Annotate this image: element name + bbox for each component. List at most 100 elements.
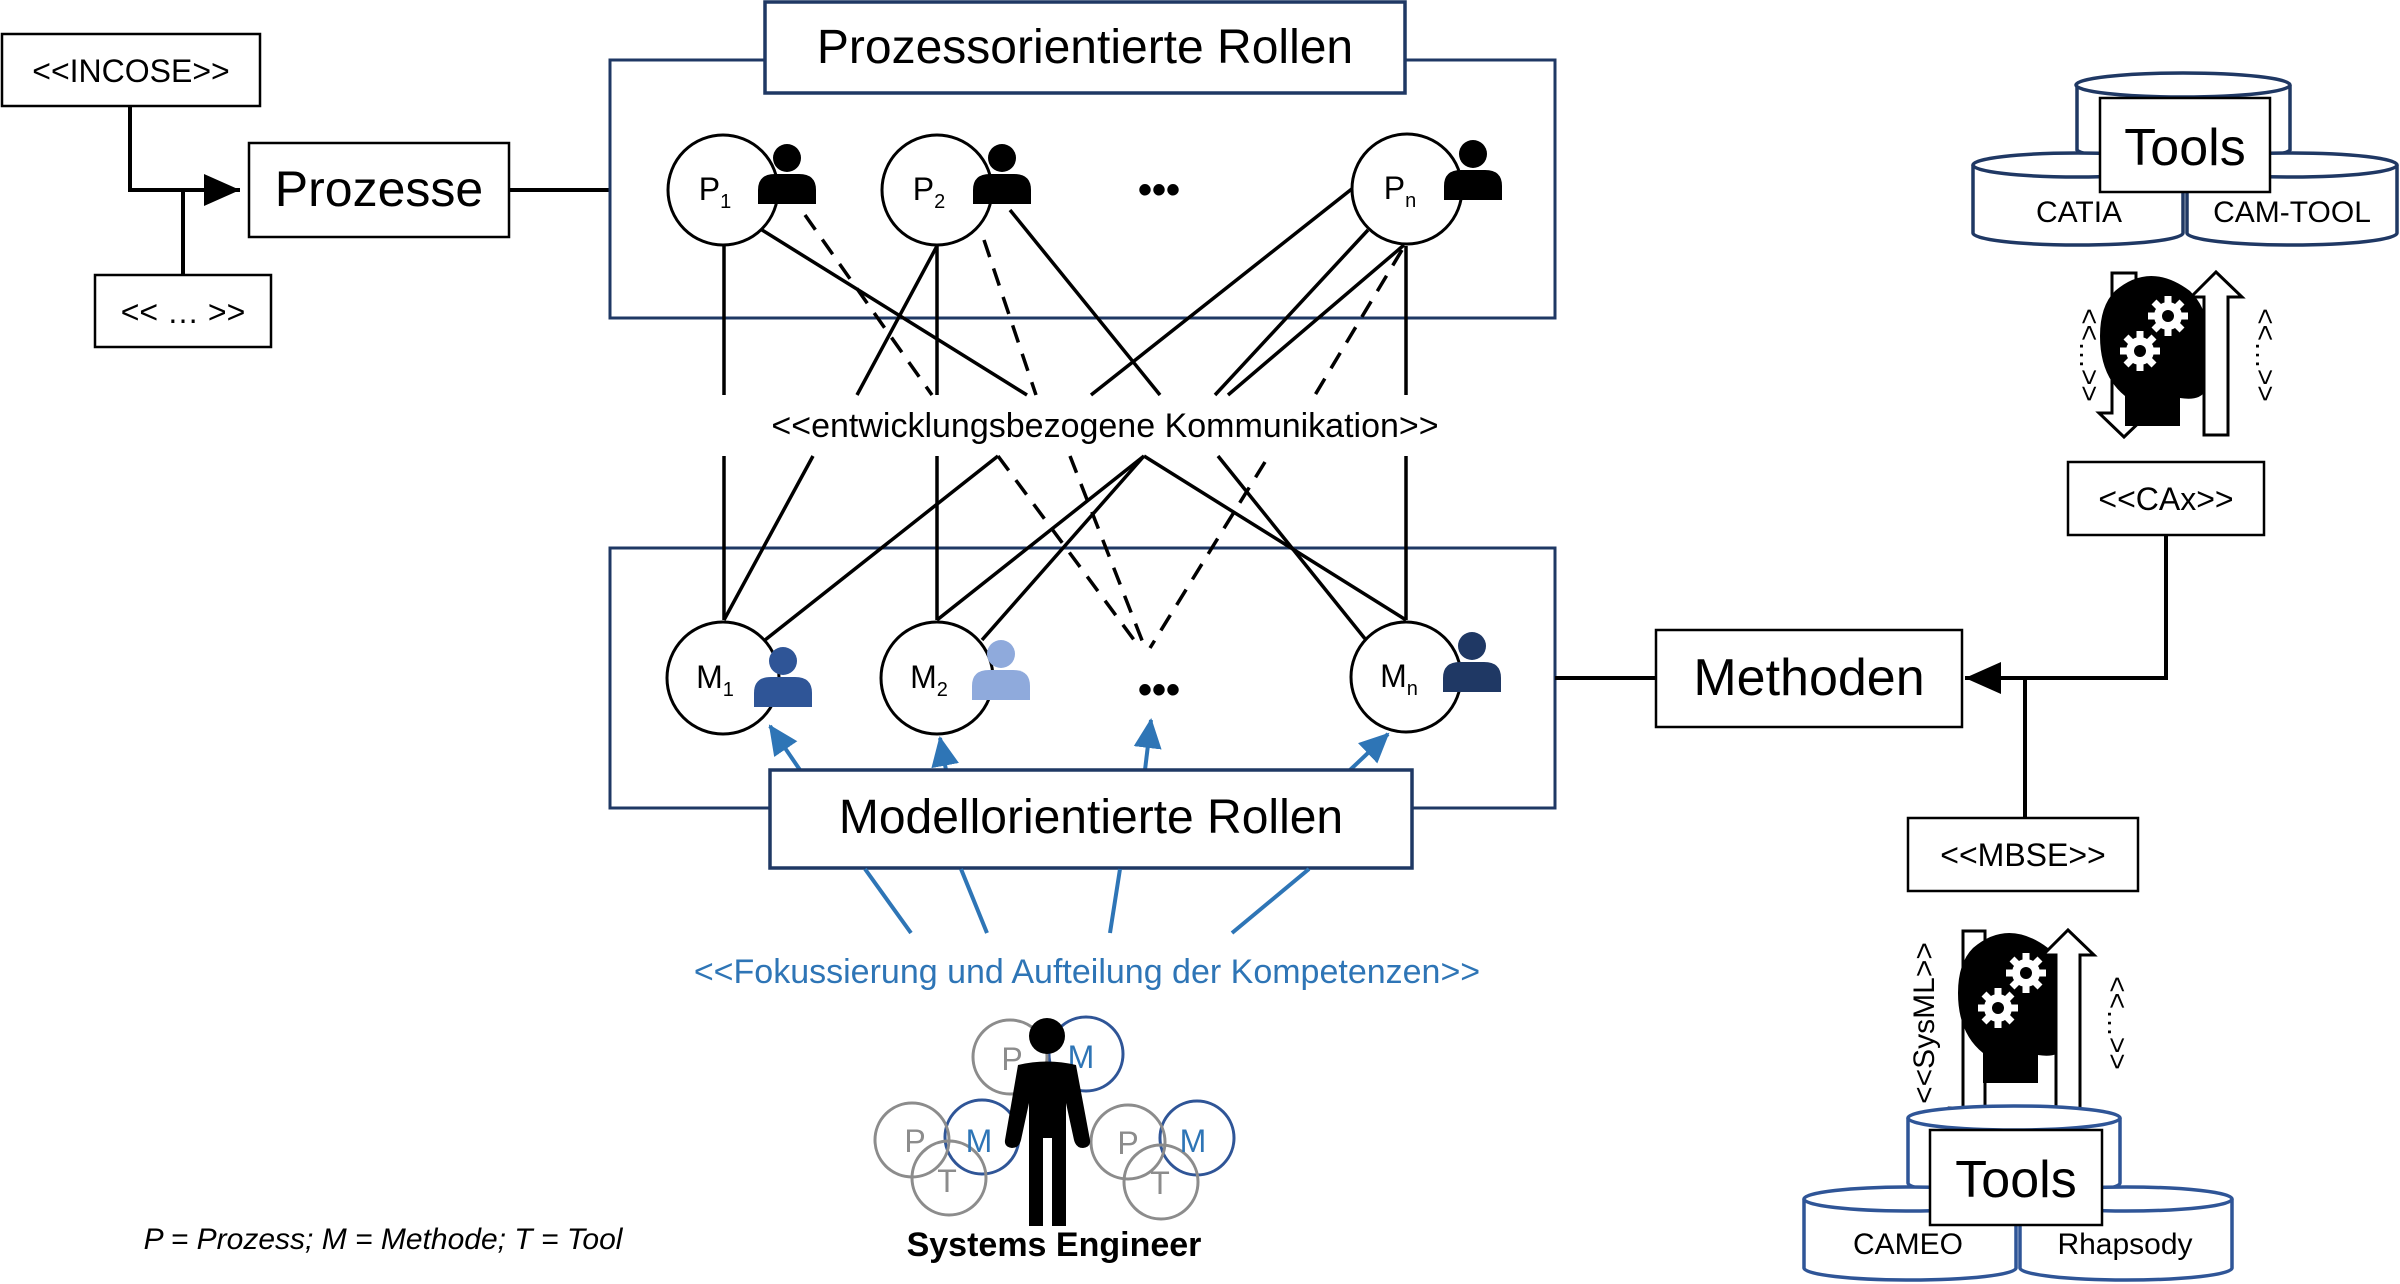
comm-line — [1226, 243, 1406, 397]
comm-line — [722, 455, 815, 621]
svg-text:M2: M2 — [910, 659, 948, 701]
systems-engineer-label: Systems Engineer — [907, 1226, 1202, 1264]
skill-letter-t: T — [1150, 1165, 1170, 1201]
process-role-node-2[interactable]: P2 — [880, 133, 1031, 247]
cax-to-methods-connector — [1965, 535, 2168, 694]
model-roles-title-box[interactable]: Modellorientierte Rollen — [768, 768, 1414, 870]
tool-label-cam-tool: CAM-TOOL — [2213, 196, 2371, 229]
process-roles-title-box[interactable]: Prozessorientierte Rollen — [763, 0, 1407, 95]
cax-label: <<CAx>> — [2098, 481, 2233, 517]
competence-arrow — [1133, 718, 1162, 771]
node-letter: P — [1384, 170, 1405, 206]
svg-text:Mn: Mn — [1380, 658, 1418, 700]
comm-line-dashed — [982, 239, 1038, 396]
methods-box[interactable]: Methoden — [1654, 628, 1964, 729]
model-role-node-n[interactable]: Mn — [1349, 620, 1501, 734]
comm-line-dashed — [803, 213, 934, 397]
model-role-node-2[interactable]: M2 — [879, 620, 1030, 736]
focus-label: <<Fokussierung und Aufteilung der Kompet… — [694, 953, 1480, 991]
node-letter: P — [699, 171, 720, 207]
node-letter: M — [910, 659, 937, 695]
mbse-exchange-icon: <<SysML>> <<…>> — [1908, 927, 2133, 1137]
tool-skill-circle — [910, 1139, 988, 1217]
person-silhouette-icon — [1004, 1018, 1091, 1226]
node-letter: M — [1380, 658, 1407, 694]
incose-box[interactable]: <<INCOSE>> — [0, 32, 262, 108]
tools-bottom-title: Tools — [1955, 1151, 2076, 1209]
competence-arrows — [768, 718, 1390, 772]
comm-line-dashed — [1068, 455, 1147, 649]
incose-label: <<INCOSE>> — [32, 53, 229, 89]
systems-engineer-figure[interactable]: P M P M T P M T Systems Engineer — [873, 1015, 1236, 1264]
other-standards-label: << … >> — [121, 294, 246, 330]
svg-text:M1: M1 — [696, 659, 734, 701]
process-skill-circle — [971, 1018, 1049, 1096]
model-ellipsis: ••• — [1138, 668, 1180, 712]
mbse-left-vertical-label: <<SysML>> — [1908, 942, 1941, 1104]
comm-line — [855, 245, 939, 396]
node-subscript: 1 — [720, 191, 731, 213]
svg-text:P1: P1 — [699, 171, 731, 213]
competence-arrow — [1348, 732, 1390, 772]
process-skill-circle — [1089, 1103, 1167, 1181]
tools-bottom-title-box — [1928, 1128, 2104, 1227]
other-standards-box[interactable]: << … >> — [93, 273, 273, 349]
comm-line — [1089, 186, 1355, 397]
cax-exchange-icon: <<…>> <<…>> — [2074, 269, 2281, 440]
competence-arrow — [768, 724, 802, 772]
communication-label: <<entwicklungsbezogene Kommunikation>> — [771, 407, 1438, 445]
cax-box[interactable]: <<CAx>> — [2066, 460, 2266, 537]
processes-label: Prozesse — [275, 161, 483, 217]
svg-text:Pn: Pn — [1384, 170, 1416, 212]
tools-top-title-box — [2098, 96, 2272, 194]
tools-top-title: Tools — [2124, 119, 2245, 177]
svg-text:P2: P2 — [913, 171, 945, 213]
comm-line — [935, 454, 1146, 622]
mbse-box[interactable]: <<MBSE>> — [1906, 816, 2140, 893]
node-letter: M — [696, 659, 723, 695]
incose-to-processes-connector — [128, 102, 240, 206]
comm-line-dashed — [996, 454, 1142, 650]
process-role-node-1[interactable]: P1 — [666, 133, 816, 247]
process-roles-title: Prozessorientierte Rollen — [817, 21, 1353, 74]
skill-letter-p: P — [904, 1123, 925, 1159]
focus-line — [1230, 867, 1311, 935]
node-subscript: 2 — [934, 191, 945, 213]
mbse-right-vertical-label: <<…>> — [2102, 976, 2133, 1069]
node-subscript: n — [1405, 190, 1416, 212]
tool-label-cameo: CAMEO — [1853, 1228, 1963, 1261]
comm-line-dashed — [1148, 461, 1267, 649]
methods-label: Methoden — [1693, 649, 1924, 707]
tool-skill-circle — [1122, 1143, 1200, 1221]
skill-letter-p: P — [1117, 1125, 1138, 1161]
node-subscript: 2 — [937, 679, 948, 701]
skill-letter-t: T — [937, 1163, 957, 1199]
focus-lines — [863, 867, 1311, 935]
node-letter: P — [913, 171, 934, 207]
cax-right-vertical-label: <<…>> — [2250, 308, 2281, 401]
process-role-node-n[interactable]: Pn — [1350, 132, 1502, 246]
tool-label-catia: CATIA — [2036, 196, 2122, 229]
comm-line — [1213, 228, 1370, 397]
up-arrow-icon — [2039, 927, 2098, 1137]
tools-top-group[interactable]: CATIA CAM-TOOL Tools — [1971, 71, 2399, 247]
focus-line — [959, 868, 989, 934]
comm-line — [761, 228, 1028, 397]
comm-line — [1216, 454, 1368, 642]
cax-left-vertical-label: <<…>> — [2074, 308, 2105, 401]
communication-lines-bottom — [722, 454, 1408, 650]
focus-line — [1108, 868, 1122, 934]
focus-line — [863, 867, 913, 935]
model-role-node-1[interactable]: M1 — [665, 620, 812, 736]
comm-line — [980, 454, 1146, 642]
node-subscript: n — [1407, 678, 1418, 700]
mbse-label: <<MBSE>> — [1940, 837, 2105, 873]
node-subscript: 1 — [723, 679, 734, 701]
method-skill-circle — [1047, 1015, 1125, 1093]
process-ellipsis: ••• — [1138, 168, 1180, 212]
processes-box[interactable]: Prozesse — [247, 141, 511, 239]
legend: P = Prozess; M = Methode; T = Tool — [144, 1223, 624, 1256]
tools-bottom-group[interactable]: CAMEO Rhapsody Tools — [1802, 1104, 2234, 1282]
skill-letter-m: M — [1180, 1123, 1207, 1159]
